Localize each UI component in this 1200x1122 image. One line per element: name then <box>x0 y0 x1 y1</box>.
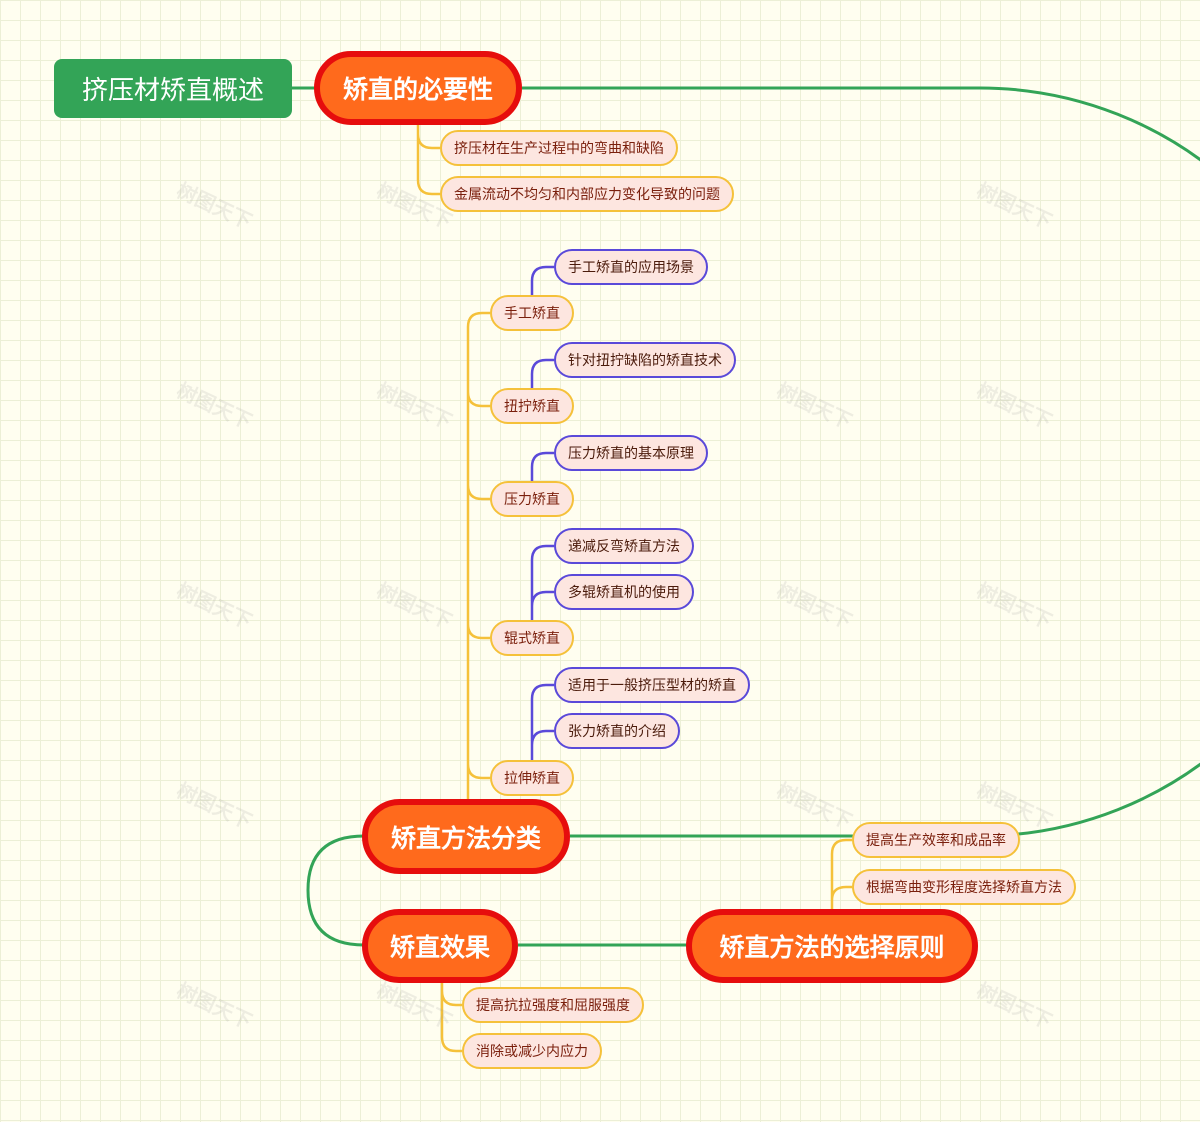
effect-item[interactable]: 消除或减少内应力 <box>462 1033 602 1069</box>
method-group[interactable]: 拉伸矫直 <box>490 760 574 796</box>
necessity-item[interactable]: 金属流动不均匀和内部应力变化导致的问题 <box>440 176 734 212</box>
root-node[interactable]: 挤压材矫直概述 <box>54 59 292 118</box>
necessity-item[interactable]: 挤压材在生产过程中的弯曲和缺陷 <box>440 130 678 166</box>
method-leaf[interactable]: 多辊矫直机的使用 <box>554 574 694 610</box>
method-leaf[interactable]: 张力矫直的介绍 <box>554 713 680 749</box>
link-necessity-methods <box>522 86 1200 838</box>
method-leaf[interactable]: 递减反弯矫直方法 <box>554 528 694 564</box>
method-leaf[interactable]: 适用于一般挤压型材的矫直 <box>554 667 750 703</box>
method-group[interactable]: 扭拧矫直 <box>490 388 574 424</box>
branch-selection[interactable]: 矫直方法的选择原则 <box>686 909 978 983</box>
method-leaf[interactable]: 手工矫直的应用场景 <box>554 249 708 285</box>
method-leaf[interactable]: 针对扭拧缺陷的矫直技术 <box>554 342 736 378</box>
effect-item[interactable]: 提高抗拉强度和屈服强度 <box>462 987 644 1023</box>
link-group2-leaves <box>530 358 554 389</box>
method-group[interactable]: 压力矫直 <box>490 481 574 517</box>
link-group4-leaves <box>530 544 554 621</box>
link-group1-leaves <box>530 265 554 296</box>
link-necessity-items <box>416 124 440 196</box>
branch-effect[interactable]: 矫直效果 <box>362 909 518 983</box>
link-methods-effect <box>306 834 365 947</box>
branch-methods[interactable]: 矫直方法分类 <box>362 799 570 874</box>
selection-item[interactable]: 根据弯曲变形程度选择矫直方法 <box>852 869 1076 905</box>
method-group[interactable]: 辊式矫直 <box>490 620 574 656</box>
method-leaf[interactable]: 压力矫直的基本原理 <box>554 435 708 471</box>
link-group3-leaves <box>530 451 554 482</box>
link-effect-items <box>440 980 462 1053</box>
link-group5-leaves <box>530 683 554 761</box>
selection-item[interactable]: 提高生产效率和成品率 <box>852 822 1020 858</box>
link-methods-groups <box>466 311 490 800</box>
branch-necessity[interactable]: 矫直的必要性 <box>314 51 522 125</box>
link-selection-items <box>830 838 852 910</box>
method-group[interactable]: 手工矫直 <box>490 295 574 331</box>
